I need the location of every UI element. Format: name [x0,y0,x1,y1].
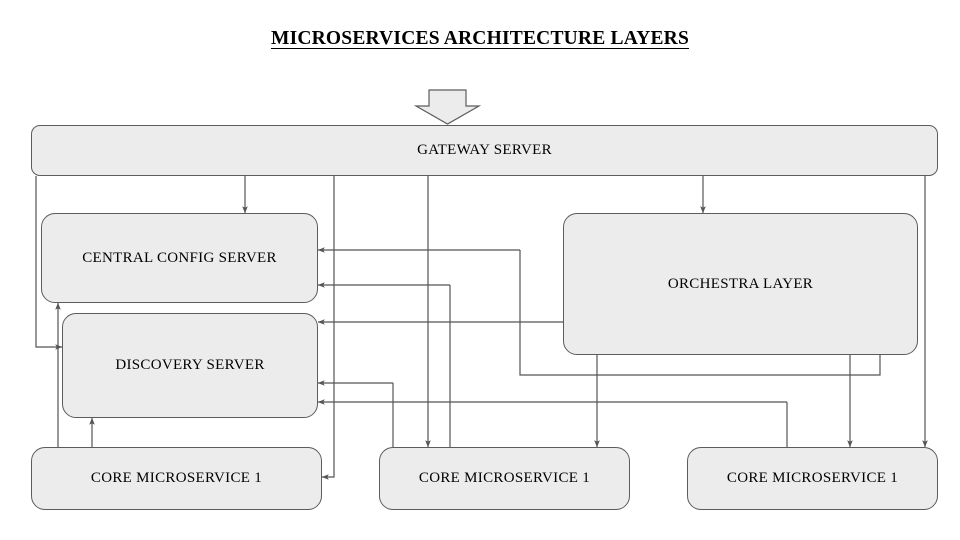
node-central-config-server[interactable]: CENTRAL CONFIG SERVER [41,213,318,303]
node-label-core-microservice-3: CORE MICROSERVICE 1 [726,470,899,486]
node-gateway-server[interactable]: GATEWAY SERVER [31,125,938,176]
node-discovery-server[interactable]: DISCOVERY SERVER [62,313,318,418]
node-label-gateway-server: GATEWAY SERVER [417,142,552,158]
node-label-core-microservice-2: CORE MICROSERVICE 1 [418,470,591,486]
node-label-central-config-server: CENTRAL CONFIG SERVER [82,249,277,266]
block-down-arrow-icon [413,89,482,125]
node-orchestra-layer[interactable]: ORCHESTRA LAYER [563,213,918,355]
node-core-microservice-3[interactable]: CORE MICROSERVICE 1 [687,447,938,510]
node-label-orchestra-layer: ORCHESTRA LAYER [667,275,814,292]
node-core-microservice-1[interactable]: CORE MICROSERVICE 1 [31,447,322,510]
node-core-microservice-2[interactable]: CORE MICROSERVICE 1 [379,447,630,510]
node-label-discovery-server: DISCOVERY SERVER [115,357,265,373]
page-title: MICROSERVICES ARCHITECTURE LAYERS [270,28,690,49]
node-label-core-microservice-1: CORE MICROSERVICE 1 [90,470,263,486]
